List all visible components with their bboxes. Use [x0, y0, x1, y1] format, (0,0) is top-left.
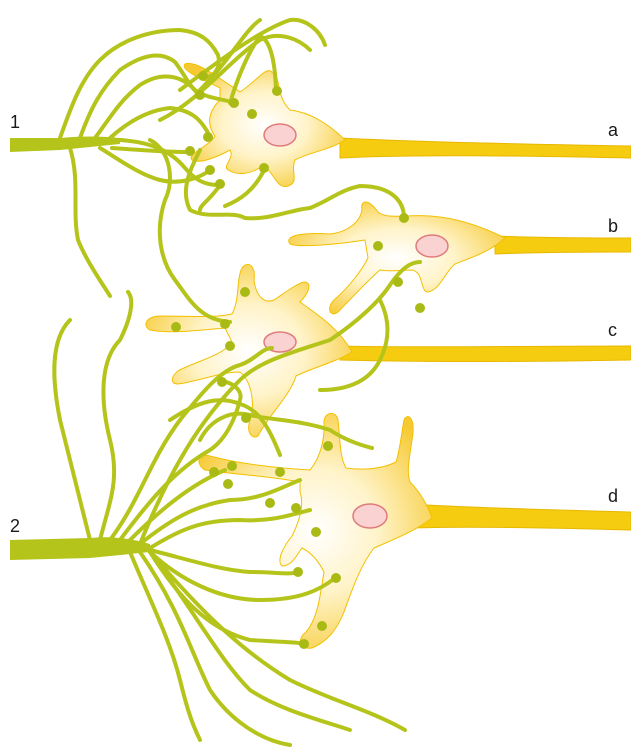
synapse-bouton	[203, 132, 213, 142]
synapse-bouton	[259, 163, 269, 173]
output-label-b: b	[608, 216, 618, 236]
synapse-bouton	[223, 479, 233, 489]
neuron-d	[199, 413, 631, 648]
synapse-bouton	[209, 467, 219, 477]
neuron-a-axon	[340, 138, 631, 158]
synapse-bouton	[195, 90, 205, 100]
synapse-bouton	[393, 277, 403, 287]
synapse-bouton	[323, 441, 333, 451]
synapse-bouton	[217, 377, 227, 387]
neuron-b-nucleus	[416, 235, 448, 257]
synapse-bouton	[272, 86, 282, 96]
synapse-bouton	[198, 71, 208, 81]
synapse-bouton	[415, 303, 425, 313]
synapse-bouton	[220, 319, 230, 329]
synapse-bouton	[291, 503, 301, 513]
synapse-bouton	[225, 341, 235, 351]
synapse-bouton	[247, 109, 257, 119]
synapse-bouton	[299, 639, 309, 649]
synapse-bouton	[399, 213, 409, 223]
neuron-b-soma	[289, 202, 505, 314]
synapse-bouton	[265, 498, 275, 508]
neuron-d-nucleus	[353, 504, 387, 528]
synapse-bouton	[240, 287, 250, 297]
synapse-bouton	[241, 413, 251, 423]
synapse-bouton	[317, 621, 327, 631]
output-label-c: c	[608, 320, 617, 340]
synapse-bouton	[293, 567, 303, 577]
synapse-bouton	[215, 179, 225, 189]
neuron-b-axon	[495, 236, 631, 254]
output-label-d: d	[608, 486, 618, 506]
neuron-d-axon	[410, 504, 631, 530]
neuron-a	[184, 63, 631, 186]
synapse-bouton	[229, 98, 239, 108]
synapse-bouton	[185, 146, 195, 156]
input-label-2: 2	[10, 516, 20, 536]
input-label-1: 1	[10, 112, 20, 132]
synapse-bouton	[373, 241, 383, 251]
neuron-b	[289, 202, 631, 314]
synapse-bouton	[331, 573, 341, 583]
synapse-bouton	[227, 461, 237, 471]
synapse-bouton	[171, 322, 181, 332]
afferent-fiber-1	[10, 20, 409, 322]
synapse-bouton	[311, 527, 321, 537]
output-label-a: a	[608, 120, 619, 140]
synapse-bouton	[205, 165, 215, 175]
synapse-bouton	[275, 467, 285, 477]
neuron-a-nucleus	[264, 124, 296, 146]
